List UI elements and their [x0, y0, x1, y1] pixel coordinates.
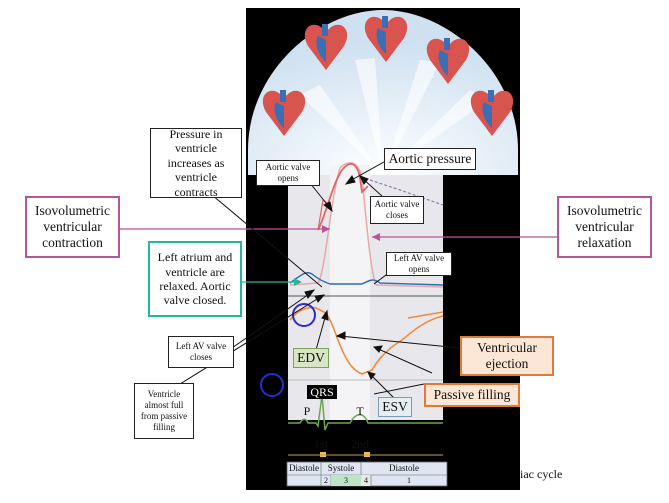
passive-filling-text: Passive filling — [433, 386, 511, 402]
volume-curve — [289, 306, 444, 375]
phase-number-4: 4 — [364, 476, 368, 485]
phase-diastole-left: Diastole — [289, 463, 319, 473]
isovolumetric-contraction-box: Isovolumetric ventricular contraction — [25, 196, 120, 258]
left-atrium-relaxed-text: Left atrium and ventricle are relaxed. A… — [157, 250, 233, 308]
aortic-pressure-curve — [317, 163, 369, 231]
left-av-opens-box: Left AV valve opens — [386, 252, 452, 276]
aortic-valve-opens-box: Aortic valve opens — [256, 160, 320, 186]
left-av-closes-text: Left AV valve closes — [175, 341, 227, 362]
pressure-in-ventricle-text: Pressure in ventricle increases as ventr… — [167, 127, 225, 199]
aortic-decline-line — [369, 179, 444, 206]
ventricle-almost-full-box: Ventricle almost full from passive filli… — [134, 383, 194, 439]
isovolumetric-contraction-text: Isovolumetric ventricular contraction — [35, 202, 110, 251]
heart-illustration-icon — [426, 38, 470, 84]
atrial-pressure-curve — [289, 272, 444, 286]
heart-illustration-icon — [470, 90, 514, 136]
caption-fragment: iac cycle — [520, 467, 563, 481]
edv-label-box: EDV — [293, 348, 329, 368]
first-heart-sound-label: 1st — [313, 437, 328, 451]
left-atrium-relaxed-box: Left atrium and ventricle are relaxed. A… — [148, 241, 242, 317]
left-av-closes-box: Left AV valve closes — [168, 336, 234, 368]
esv-text: ESV — [382, 398, 408, 414]
aortic-pressure-text: Aortic pressure — [388, 150, 472, 166]
edv-text: EDV — [297, 349, 325, 365]
p-wave-label: P — [303, 404, 311, 418]
second-heart-sound-label: 2nd — [351, 437, 369, 451]
phase-number-2: 2 — [324, 476, 328, 485]
isovolumetric-relaxation-box: Isovolumetric ventricular relaxation — [557, 196, 652, 258]
aortic-valve-closes-text: Aortic valve closes — [374, 199, 420, 220]
highlight-circle — [260, 373, 284, 397]
esv-label-box: ESV — [378, 397, 412, 417]
ventricular-ejection-box: Ventricular ejection — [460, 336, 554, 376]
left-av-opens-text: Left AV valve opens — [393, 253, 445, 274]
heart-illustration-icon — [364, 16, 408, 62]
highlight-circle — [292, 303, 316, 327]
phase-diastole-right: Diastole — [389, 463, 419, 473]
phase-systole: Systole — [327, 463, 355, 473]
t-wave-label: T — [356, 404, 364, 418]
phase-number-3: 3 — [344, 476, 348, 485]
aortic-pressure-box: Aortic pressure — [384, 148, 476, 170]
qrs-label: QRS — [307, 385, 337, 400]
pressure-in-ventricle-box: Pressure in ventricle increases as ventr… — [150, 127, 242, 199]
phase-number-1: 1 — [407, 476, 411, 485]
ventricular-ejection-text: Ventricular ejection — [477, 339, 537, 371]
aortic-valve-closes-box: Aortic valve closes — [370, 196, 424, 224]
heart-illustration-icon — [304, 24, 348, 70]
passive-filling-box: Passive filling — [424, 383, 520, 407]
heart-illustration-icon — [262, 90, 306, 136]
aortic-valve-opens-text: Aortic valve opens — [265, 162, 311, 183]
ventricle-almost-full-text: Ventricle almost full from passive filli… — [140, 389, 188, 432]
isovolumetric-relaxation-text: Isovolumetric ventricular relaxation — [567, 202, 642, 251]
